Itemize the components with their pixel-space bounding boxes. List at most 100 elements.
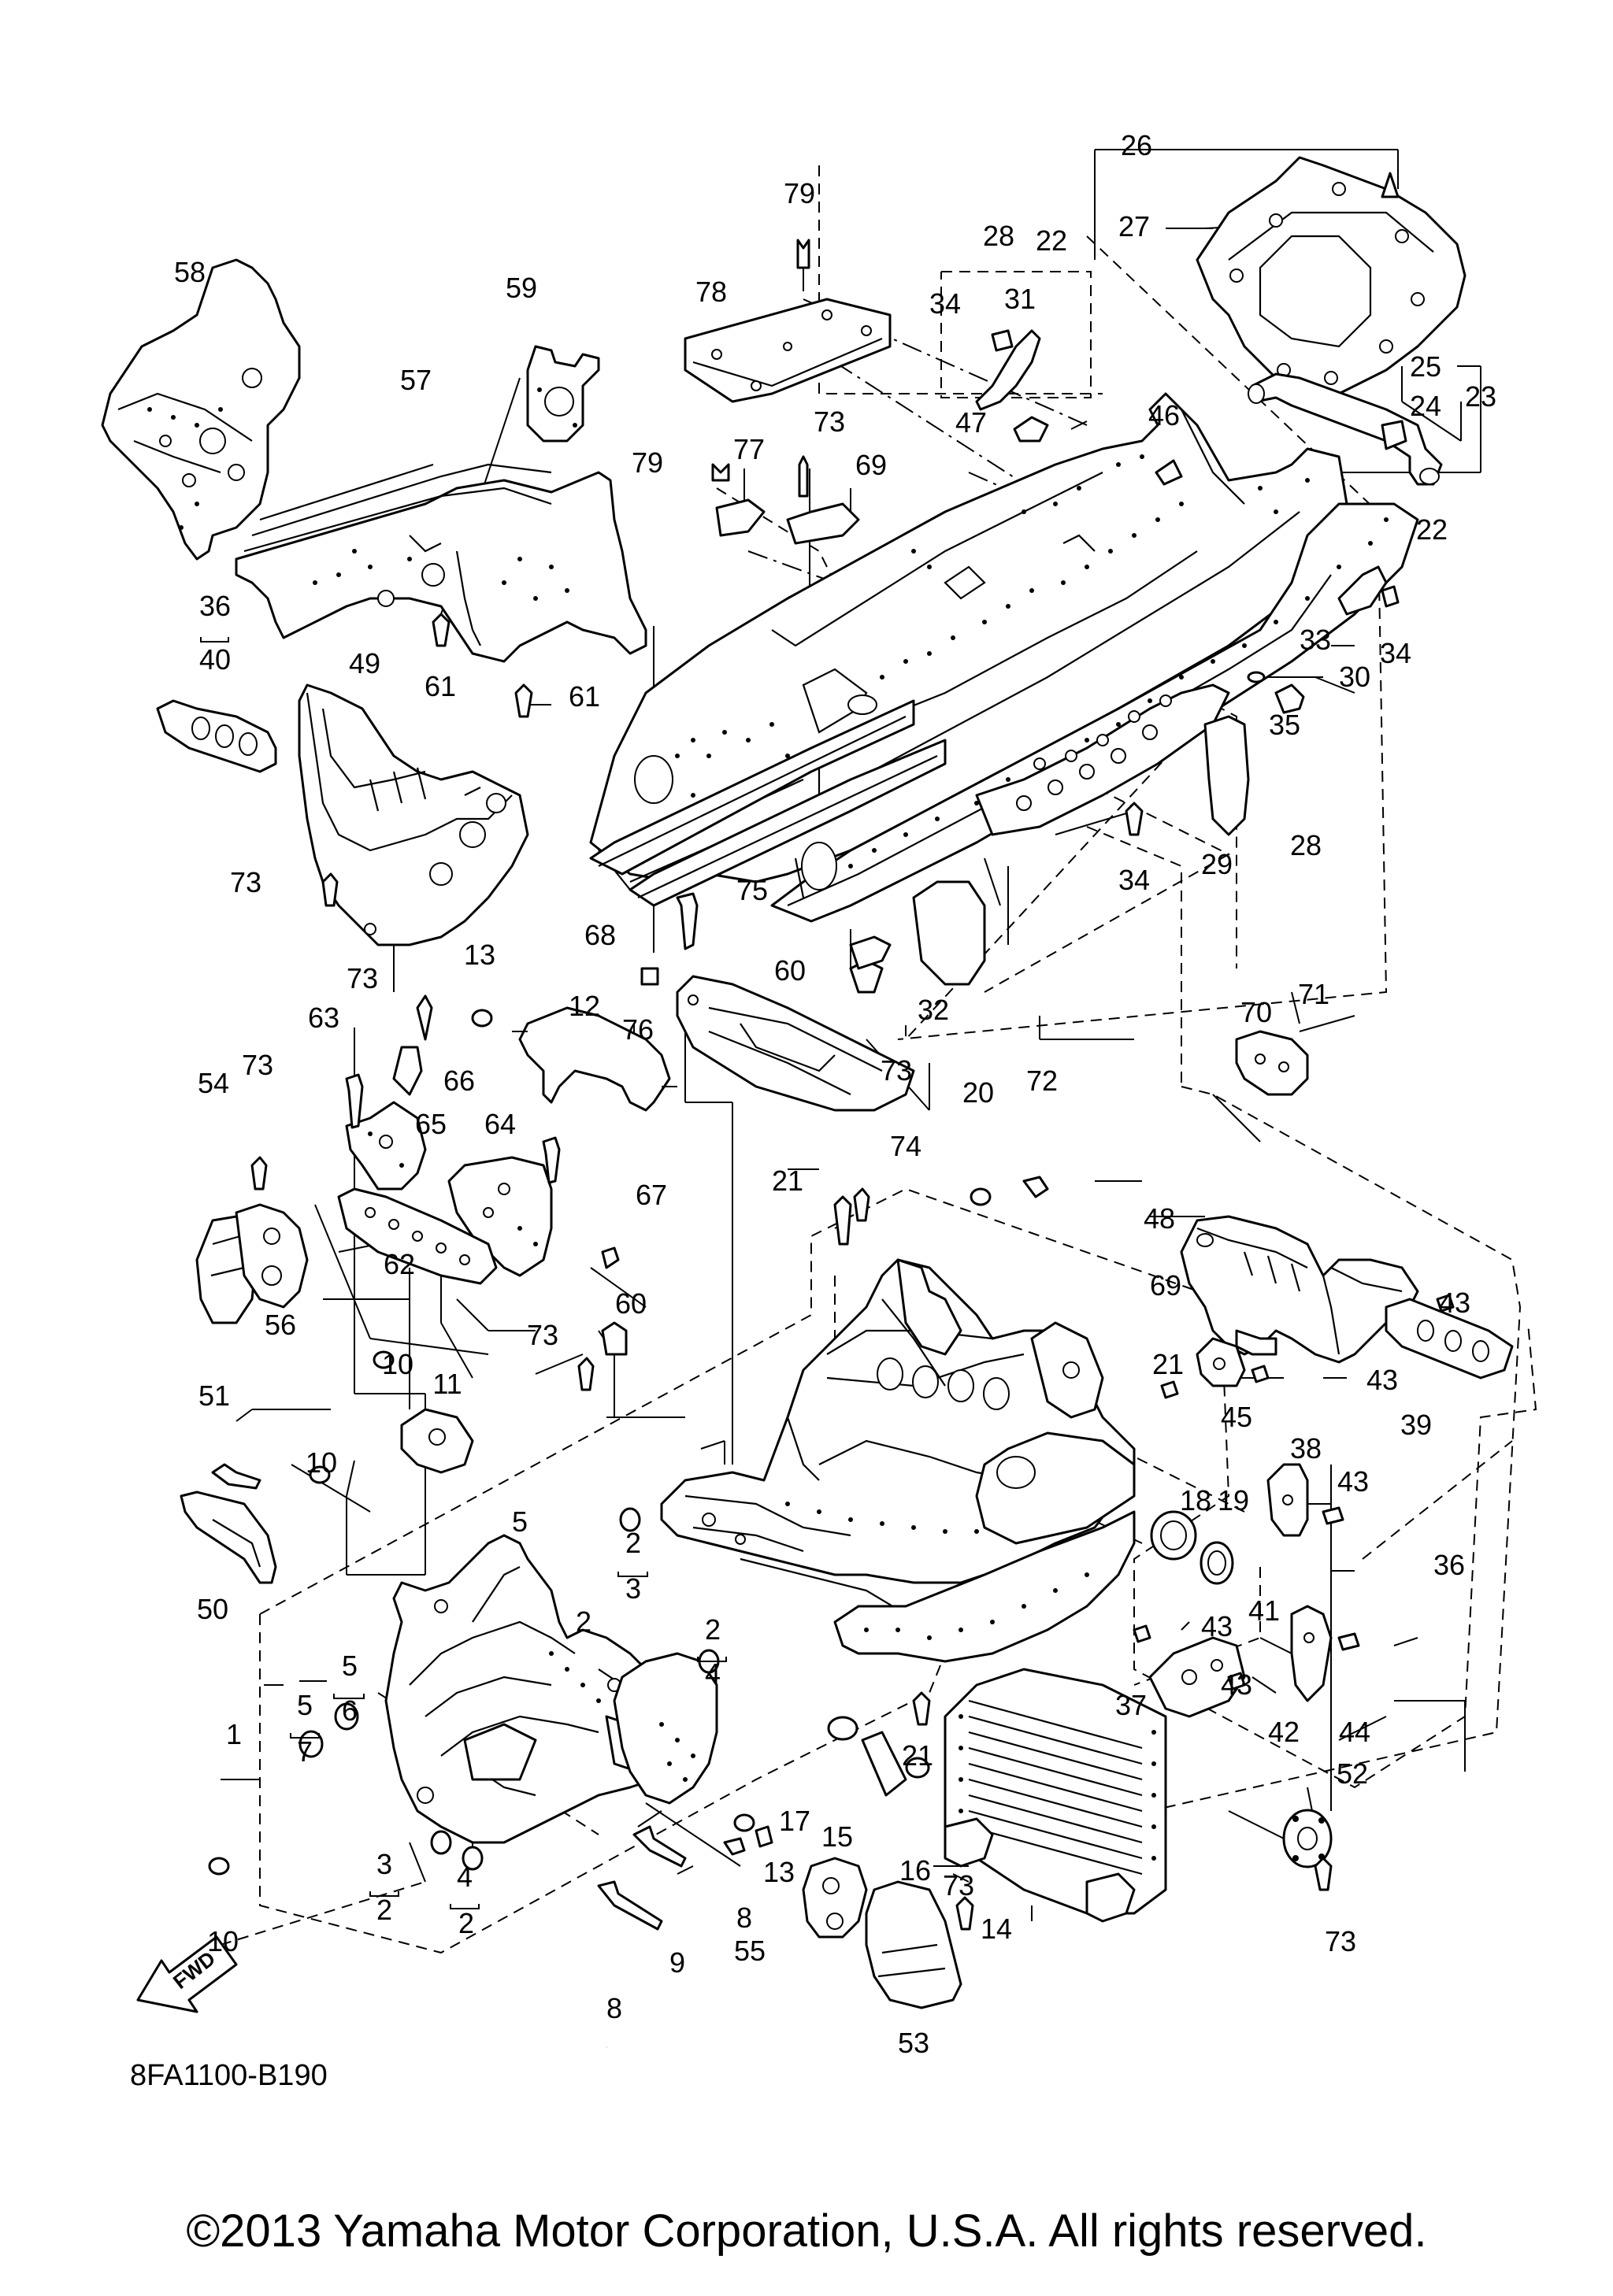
callout-13: 13 [763, 1856, 795, 1888]
plate-39 [1385, 1298, 1514, 1379]
callout-73: 73 [943, 1869, 974, 1902]
fasteners [208, 172, 1455, 1931]
callout-73: 73 [1325, 1925, 1356, 1957]
callout-8: 8 [606, 1992, 622, 2024]
callout-23: 23 [1465, 380, 1496, 413]
callout-76: 76 [622, 1013, 654, 1046]
callout-12: 12 [569, 990, 600, 1022]
callout-bracket [450, 1904, 480, 1909]
bracket-66 [392, 1046, 423, 1096]
callout-10: 10 [207, 1925, 239, 1957]
callout-28: 28 [983, 220, 1014, 252]
bracket-50 [180, 1491, 277, 1584]
callout-22: 22 [1036, 224, 1067, 257]
plate-74 [676, 975, 915, 1112]
callout-73: 73 [814, 406, 845, 438]
callout-bracket [617, 1572, 648, 1577]
plate-77 [715, 498, 766, 537]
callout-43: 43 [1439, 1287, 1470, 1319]
callout-6: 6 [342, 1694, 358, 1727]
plate-40 [156, 699, 277, 773]
callout-38: 38 [1290, 1432, 1322, 1465]
callout-22: 22 [1416, 513, 1448, 546]
callout-53: 53 [898, 2027, 929, 2059]
callout-8: 8 [736, 1902, 752, 1934]
callout-2: 2 [458, 1907, 474, 1939]
callout-37: 37 [1115, 1689, 1147, 1721]
callout-63: 63 [308, 1002, 339, 1034]
callout-71: 71 [1298, 978, 1329, 1010]
callout-64: 64 [484, 1108, 516, 1140]
callout-52: 52 [1337, 1757, 1368, 1790]
callout-48: 48 [1144, 1202, 1175, 1235]
callout-75: 75 [736, 874, 768, 906]
callout-17: 17 [779, 1805, 810, 1837]
callout-51: 51 [198, 1379, 230, 1412]
plate-78 [684, 298, 892, 403]
callout-7: 7 [297, 1735, 313, 1768]
callout-60: 60 [774, 954, 806, 987]
bracket-64 [447, 1156, 553, 1277]
small-brackets [715, 329, 1388, 986]
callout-68: 68 [584, 919, 616, 951]
mount-55 [802, 1857, 868, 1939]
callout-bracket [200, 637, 229, 643]
callout-34: 34 [1380, 637, 1411, 669]
callout-67: 67 [636, 1179, 667, 1211]
callout-15: 15 [821, 1820, 853, 1853]
callout-3: 3 [625, 1572, 641, 1605]
callout-20: 20 [962, 1076, 994, 1109]
callout-25: 25 [1410, 350, 1441, 383]
bar-12 [512, 1006, 677, 1112]
callout-61: 61 [569, 680, 600, 713]
callout-39: 39 [1400, 1409, 1432, 1441]
callout-79: 79 [632, 446, 663, 479]
callout-74: 74 [890, 1130, 921, 1162]
callout-41: 41 [1248, 1594, 1280, 1627]
callout-36: 36 [199, 590, 231, 622]
bracket-46 [1155, 459, 1183, 486]
callout-10: 10 [382, 1348, 413, 1380]
callout-43: 43 [1201, 1610, 1233, 1642]
kit-28-box [940, 271, 1092, 398]
callout-30: 30 [1339, 661, 1370, 693]
bracket-31 [975, 329, 1041, 411]
callout-73: 73 [347, 962, 378, 994]
mount-11 [400, 1408, 474, 1474]
bracket-69 [786, 502, 860, 545]
rod-23 [1248, 372, 1443, 486]
callout-50: 50 [197, 1593, 228, 1625]
plate-70 [1235, 1030, 1309, 1096]
callout-69: 69 [1150, 1269, 1181, 1302]
bracket-32 [912, 880, 986, 986]
callout-2: 2 [376, 1894, 392, 1926]
callout-34: 34 [1118, 864, 1150, 896]
callout-bracket [290, 1733, 320, 1739]
assembly-outlines [220, 165, 1537, 1954]
callout-47: 47 [955, 406, 987, 439]
callout-59: 59 [506, 272, 537, 304]
mount-53 [865, 1880, 962, 2009]
callout-35: 35 [1269, 709, 1300, 741]
callout-45: 45 [1221, 1401, 1252, 1433]
callout-2: 2 [705, 1613, 721, 1646]
reinforcement-plate [975, 683, 1230, 836]
callout-4: 4 [457, 1861, 473, 1893]
callout-21: 21 [1152, 1348, 1184, 1380]
callout-43: 43 [1366, 1364, 1398, 1396]
callout-69: 69 [855, 449, 887, 481]
front-frame-58 [101, 258, 301, 561]
callout-5: 5 [342, 1650, 358, 1682]
callout-11: 11 [432, 1368, 462, 1400]
bracket-29 [1203, 715, 1250, 836]
callout-33: 33 [1300, 624, 1331, 656]
callout-24: 24 [1410, 390, 1441, 422]
upper-cross-frame-57 [235, 463, 647, 663]
callout-9: 9 [669, 1946, 685, 1979]
callout-58: 58 [174, 256, 206, 288]
callout-43: 43 [1221, 1668, 1252, 1701]
cover-27 [1196, 156, 1467, 395]
bushings [827, 1716, 930, 1797]
callout-46: 46 [1148, 399, 1180, 431]
